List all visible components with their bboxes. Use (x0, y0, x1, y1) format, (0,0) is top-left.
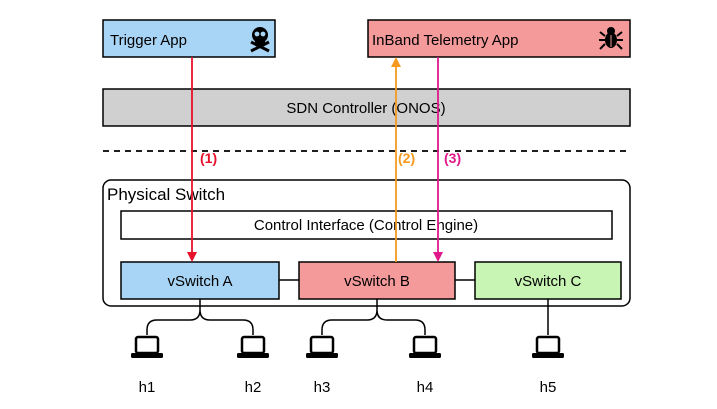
control-interface-label: Control Interface (Control Engine) (254, 217, 478, 234)
host-h2-label: h2 (245, 379, 262, 396)
laptop-icon (235, 335, 271, 360)
flow-2-label: (2) (398, 150, 415, 166)
control-interface-rect (120, 210, 613, 240)
vswitch-a: vSwitch A (120, 261, 280, 300)
flow-3: (3) (433, 57, 461, 262)
host-h4-label: h4 (417, 379, 434, 396)
sdn-controller-label: SDN Controller (ONOS) (286, 100, 445, 117)
host-h2: h2 (235, 335, 271, 396)
telemetry-app-rect (367, 19, 631, 58)
sdn-controller-box: SDN Controller (ONOS) (102, 88, 631, 127)
trigger-app-label: Trigger App (110, 32, 187, 49)
vswitch-b-rect (298, 261, 456, 300)
laptop-icon (129, 335, 165, 360)
telemetry-app-box: InBand Telemetry App (367, 19, 631, 58)
laptop-icon (304, 335, 340, 360)
vswitch-a-label: vSwitch A (167, 273, 232, 290)
host-h3: h3 (304, 335, 340, 396)
vswitch-c: vSwitch C (474, 261, 622, 300)
trigger-app-box: Trigger App (102, 19, 276, 58)
host-h3-label: h3 (314, 379, 331, 396)
flow-1-label: (1) (200, 150, 217, 166)
vswitch-a-rect (120, 261, 280, 300)
flow-3-label: (3) (444, 150, 461, 166)
cable-vswitch-a (146, 299, 254, 335)
trigger-app-rect (102, 19, 276, 58)
host-h5-label: h5 (540, 379, 557, 396)
skull-crossbones-icon (250, 27, 270, 53)
cable-vswitch-b (321, 299, 426, 335)
vswitch-b: vSwitch B (298, 261, 456, 300)
flow-1: (1) (187, 57, 217, 262)
vswitch-c-label: vSwitch C (515, 273, 582, 290)
laptop-icon (407, 335, 443, 360)
host-h1-label: h1 (139, 379, 156, 396)
host-h5: h5 (530, 335, 566, 396)
flow-2: (2) (391, 57, 415, 262)
laptop-icon (530, 335, 566, 360)
host-h4: h4 (407, 335, 443, 396)
sdn-controller-rect (102, 88, 631, 127)
vswitch-b-label: vSwitch B (344, 273, 410, 290)
physical-switch-title: Physical Switch (107, 185, 225, 204)
telemetry-app-label: InBand Telemetry App (372, 32, 518, 49)
host-h1: h1 (129, 335, 165, 396)
bug-icon (599, 27, 623, 50)
